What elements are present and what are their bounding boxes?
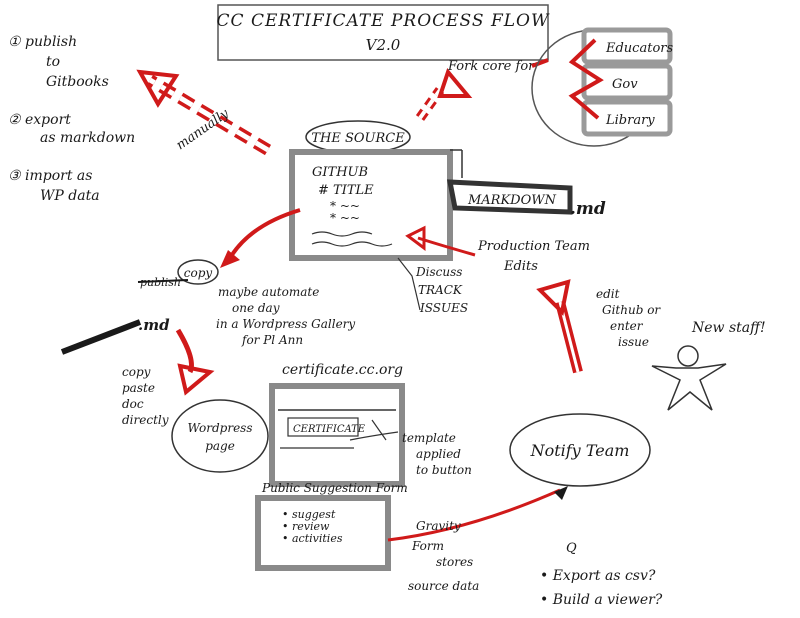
markdown-label: MARKDOWN [467,193,557,208]
wordpress-label: Wordpress [188,421,253,435]
form-item: • activities [282,532,343,545]
fork-arrow: Fork core for [415,58,549,121]
title-line-1: CC CERTIFICATE PROCESS FLOW [217,11,550,31]
source-bubble: THE SOURCE [305,120,411,154]
to-copy-arrow [220,208,301,268]
copy-strike: publish [140,276,181,289]
copy-text: for Pl Ann [241,333,303,347]
copy-group: copy maybe automate one day in a Wordpre… [137,259,355,347]
copy-bubble-label: copy [184,266,213,280]
newstaff-label: New staff! [691,320,766,336]
copy-left-line: doc [122,397,144,411]
discuss-label: TRACK [418,283,463,297]
form-label: Public Suggestion Form [261,481,408,495]
wordpress-label: page [205,439,235,453]
notify-team: Notify Team [509,413,651,487]
template-label: template [402,431,456,445]
stack-label: Gov [612,77,638,92]
note-line: to [46,54,60,70]
note-line: ② export [8,112,71,128]
left-md-label: .md [138,316,170,334]
discuss-group: Discuss TRACK ISSUES [397,257,468,315]
form-to-notify-arrow [387,486,568,542]
gravity-label: Gravity [416,519,461,533]
title-line-2: V2.0 [366,36,401,54]
note-line: ① publish [8,34,77,50]
copy-text: one day [232,301,280,315]
question-line: • Export as csv? [540,568,656,584]
discuss-label: ISSUES [419,301,468,315]
screen-line: * ~~ [330,199,360,213]
suggestion-form: Public Suggestion Form • suggest • revie… [255,481,408,571]
copy-left-line: copy [122,365,151,379]
screen-line: GITHUB [312,165,368,180]
source-screen: GITHUB # TITLE * ~~ * ~~ [289,149,463,261]
fork-label: Fork core for [447,59,535,74]
template-label: applied [416,447,461,461]
edit-label: enter [610,319,644,333]
markdown-tab: MARKDOWN .md [446,179,606,219]
production-label: Production Team [477,239,590,254]
wordpress-page: Wordpress page [171,399,269,473]
edit-label: edit [596,287,620,301]
template-label: to button [416,463,472,477]
form-item: • suggest [282,508,336,521]
gravity-label: source data [408,579,479,593]
note-line: WP data [40,188,100,204]
screen-line: # TITLE [318,183,374,198]
form-item: • review [282,520,330,533]
title-box: CC CERTIFICATE PROCESS FLOW V2.0 [217,4,550,61]
template-group: template applied to button [349,431,472,477]
site-banner: CERTIFICATE [293,424,366,435]
screen-line: * ~~ [330,211,360,225]
edit-label: issue [618,335,649,349]
discuss-label: Discuss [415,265,462,279]
copy-text: in a Wordpress Gallery [216,317,355,331]
copy-left-line: paste [122,381,155,395]
copy-text: maybe automate [218,285,319,299]
gravity-label: Form [411,539,444,553]
site-label: certificate.cc.org [282,362,403,378]
stack-label: Educators [605,41,673,56]
gravity-group: Gravity Form stores source data [408,519,479,593]
stack-label: Library [605,113,655,128]
question-line: Q [566,541,577,556]
new-staff-figure: New staff! [651,320,766,411]
edit-arrow: edit Github or enter issue [536,279,661,374]
questions: Q • Export as csv? • Build a viewer? [540,541,663,608]
note-line: as markdown [40,130,135,146]
md-ext: .md [570,199,606,219]
production-label: Edits [503,259,538,274]
note-line: ③ import as [8,168,92,184]
copy-left-notes: copy paste doc directly [122,365,169,427]
edit-label: Github or [602,303,661,317]
fork-stack: Educators Gov Library [531,27,673,147]
note-line: Gitbooks [46,74,109,90]
source-bubble-label: THE SOURCE [311,131,405,146]
production-arrow: Production Team Edits [405,225,590,274]
left-notes: ① publish to Gitbooks ② export as markdo… [8,34,135,204]
copy-left-line: directly [122,413,169,427]
gravity-label: stores [436,555,473,569]
to-wordpress-arrow [175,328,215,396]
notify-label: Notify Team [530,441,630,460]
left-md: .md [60,316,170,355]
question-line: • Build a viewer? [540,592,663,608]
certificate-site: certificate.cc.org CERTIFICATE [269,362,405,487]
manually-arrow: manually [136,69,272,156]
